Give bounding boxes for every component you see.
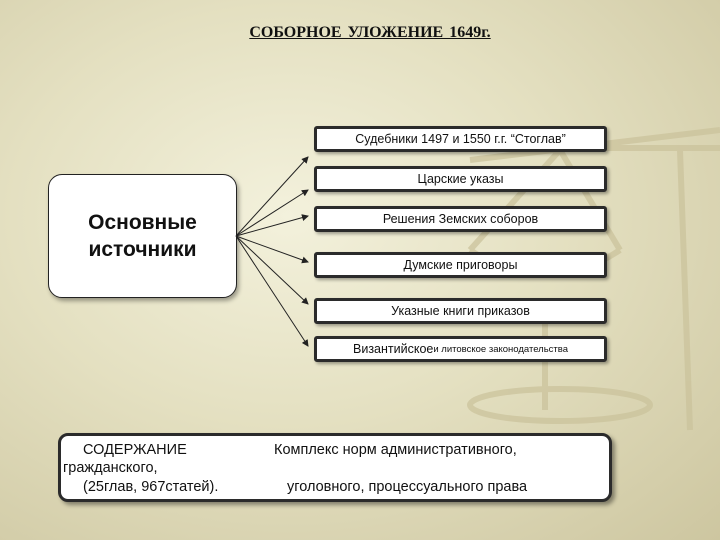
source-box-vizantiyskoe: Византийское и литовское законодательств… bbox=[314, 336, 607, 362]
source-box-sudebniki: Судебники 1497 и 1550 г.г. “Стоглав” bbox=[314, 126, 607, 152]
arrow-icon bbox=[235, 189, 309, 237]
source-box-dumskie-prigovory: Думские приговоры bbox=[314, 252, 607, 278]
source-box-tsarskie-ukazy: Царские указы bbox=[314, 166, 607, 192]
arrow-icon bbox=[235, 156, 309, 237]
content-description-line2: гражданского, bbox=[63, 460, 158, 476]
source-box-zemskie-sobory: Решения Земских соборов bbox=[314, 206, 607, 232]
content-description-line1: Комплекс норм административного, bbox=[274, 442, 517, 458]
source-label: Византийское bbox=[353, 342, 434, 356]
source-label-small: и литовское законодательства bbox=[433, 343, 568, 355]
arrow-icon bbox=[235, 214, 309, 237]
arrow-icon bbox=[235, 235, 309, 305]
arrow-icon bbox=[235, 235, 309, 264]
content-chapters: (25глав, 967статей). bbox=[83, 479, 219, 495]
main-box-line1: Основные bbox=[88, 211, 197, 234]
source-label: Думские приговоры bbox=[403, 258, 518, 272]
source-label: Судебники 1497 и 1550 г.г. “Стоглав” bbox=[355, 132, 566, 146]
main-box-line2: источники bbox=[88, 238, 197, 261]
arrow-icon bbox=[235, 235, 309, 347]
source-label: Решения Земских соборов bbox=[382, 212, 539, 226]
page-title: СОБОРНОЕ УЛОЖЕНИЕ 1649г. bbox=[249, 24, 491, 41]
main-sources-box: Основные источники bbox=[48, 174, 237, 298]
content-description-line3: уголовного, процессуального права bbox=[287, 479, 528, 495]
source-box-ukaznye-knigi: Указные книги приказов bbox=[314, 298, 607, 324]
content-heading: СОДЕРЖАНИЕ bbox=[83, 442, 187, 458]
source-label: Царские указы bbox=[417, 172, 504, 186]
source-label: Указные книги приказов bbox=[391, 304, 530, 318]
content-box: СОДЕРЖАНИЕ Комплекс норм административно… bbox=[58, 433, 612, 502]
